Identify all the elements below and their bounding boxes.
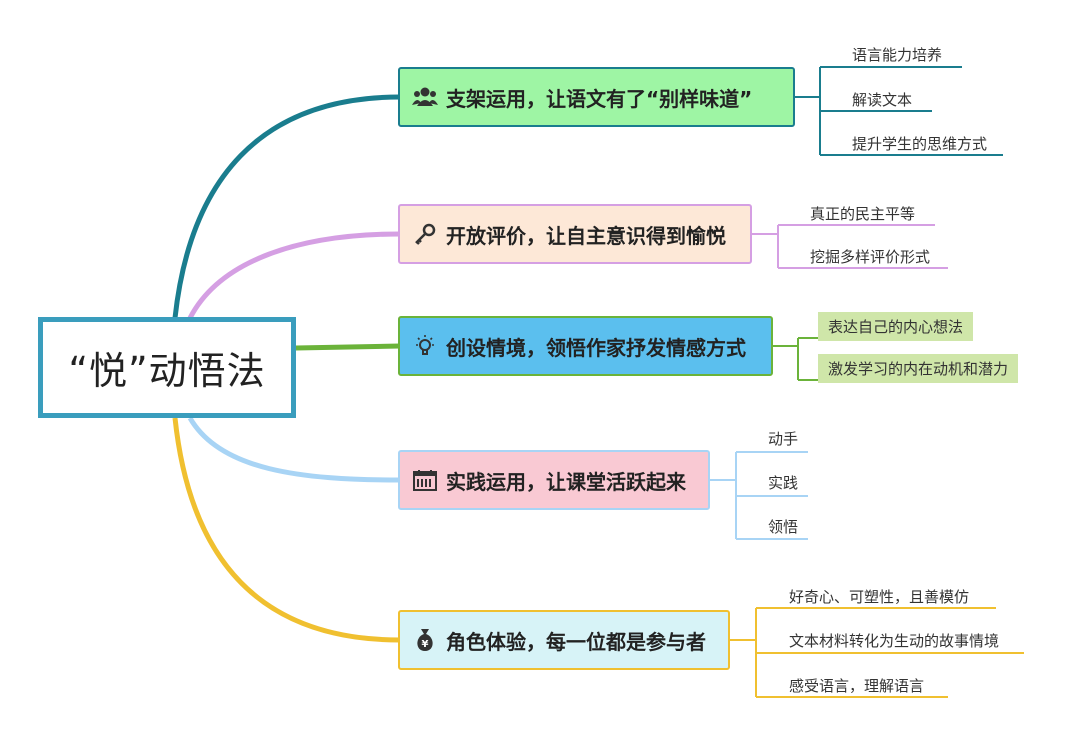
root-title: “悦”动悟法: [68, 349, 266, 393]
leaf-1-1: 语言能力培养: [852, 46, 943, 64]
branch-5[interactable]: ¥ 角色体验，每一位都是参与者: [398, 610, 730, 670]
money-bag-icon: ¥: [412, 627, 438, 653]
link-branch-3: [295, 343, 401, 351]
leaf-3-1: 表达自己的内心想法: [818, 312, 974, 341]
leaf-links-5: [730, 607, 1024, 698]
branch-2-label: 开放评价，让自主意识得到愉悦: [446, 223, 726, 248]
key-icon: [412, 221, 438, 247]
branch-3[interactable]: 创设情境，领悟作家抒发情感方式: [398, 316, 773, 376]
link-branch-4: [187, 416, 401, 483]
branch-3-label: 创设情境，领悟作家抒发情感方式: [446, 335, 746, 360]
branch-4-label: 实践运用，让课堂活跃起来: [446, 469, 686, 494]
svg-text:¥: ¥: [422, 639, 429, 650]
leaf-links-2: [752, 224, 948, 269]
link-branch-2: [187, 231, 401, 320]
leaf-1-3: 提升学生的思维方式: [852, 135, 988, 153]
leaf-links-1: [795, 66, 1003, 156]
link-branch-5: [172, 417, 401, 643]
branch-1-label: 支架运用，让语文有了“别样味道”: [446, 86, 753, 111]
leaf-4-2: 实践: [768, 474, 799, 492]
leaf-1-2: 解读文本: [852, 91, 913, 109]
leaf-2-2: 挖掘多样评价形式: [810, 248, 931, 266]
leaf-5-1: 好奇心、可塑性，且善模仿: [789, 588, 970, 606]
leaf-links-3: [773, 337, 818, 381]
leaf-3-2: 激发学习的内在动机和潜力: [818, 354, 1019, 383]
leaf-4-1: 动手: [768, 430, 799, 448]
people-icon: [412, 84, 438, 110]
root-node[interactable]: “悦”动悟法: [38, 317, 296, 418]
leaf-links-4: [710, 451, 808, 540]
link-branch-1: [172, 94, 401, 319]
leaf-2-1: 真正的民主平等: [810, 205, 916, 223]
leaf-5-2: 文本材料转化为生动的故事情境: [789, 632, 1000, 650]
branch-1[interactable]: 支架运用，让语文有了“别样味道”: [398, 67, 795, 127]
leaf-5-3: 感受语言，理解语言: [789, 677, 925, 695]
leaf-4-3: 领悟: [768, 518, 799, 536]
calendar-icon: [412, 467, 438, 493]
lightbulb-icon: [412, 333, 438, 359]
branch-2[interactable]: 开放评价，让自主意识得到愉悦: [398, 204, 752, 264]
branch-5-label: 角色体验，每一位都是参与者: [446, 629, 706, 654]
branch-4[interactable]: 实践运用，让课堂活跃起来: [398, 450, 710, 510]
